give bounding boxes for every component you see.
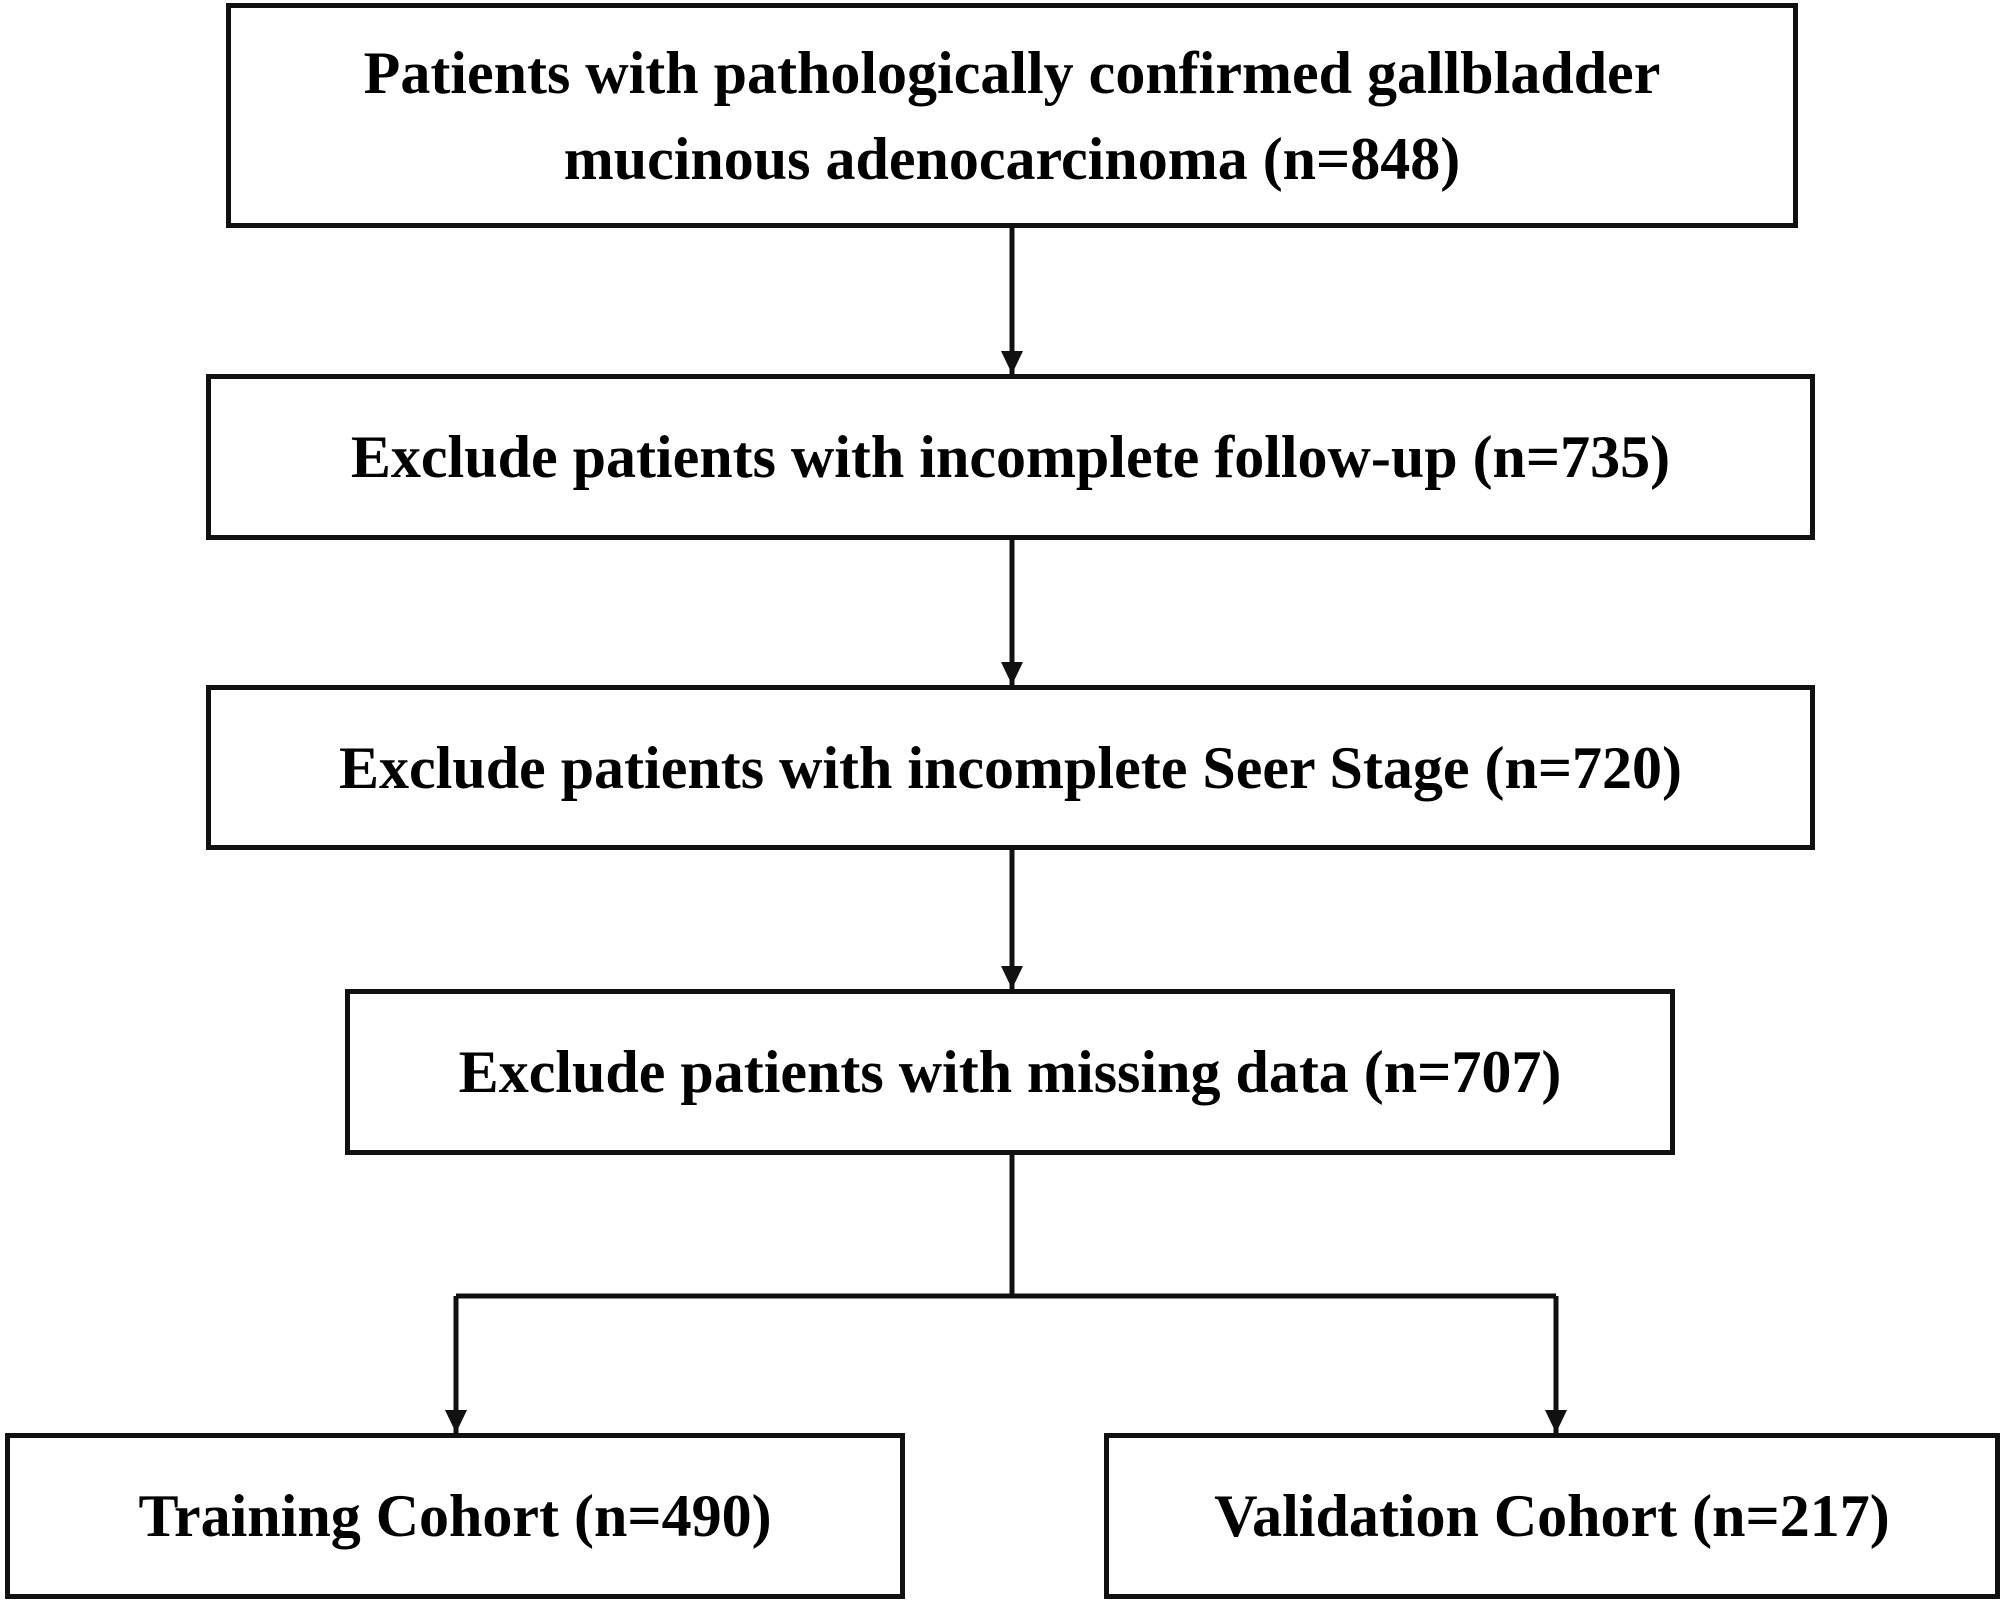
step-text-exclude-follow-up: Exclude patients with incomplete follow-…	[350, 424, 1671, 490]
arrowhead-training	[445, 1410, 467, 1433]
step-text-exclude-seer-stage: Exclude patients with incomplete Seer St…	[339, 734, 1682, 801]
outcome-text-validation-cohort: Validation Cohort (n=217)	[1214, 1483, 1890, 1549]
outcome-text-training-cohort: Training Cohort (n=490)	[138, 1483, 772, 1549]
outcome-box-validation-cohort: Validation Cohort (n=217)	[1104, 1433, 2000, 1599]
step-text-exclude-missing-data: Exclude patients with missing data (n=70…	[458, 1039, 1562, 1105]
arrowhead-validation	[1545, 1410, 1567, 1433]
step-text-line-2: mucinous adenocarcinoma (n=848)	[563, 125, 1461, 192]
arrowhead-1	[1001, 351, 1023, 374]
arrowhead-2	[1001, 662, 1023, 685]
step-box-exclude-missing-data: Exclude patients with missing data (n=70…	[345, 989, 1675, 1155]
step-text-initial-cohort: Patients with pathologically confirmed g…	[364, 30, 1661, 202]
outcome-box-training-cohort: Training Cohort (n=490)	[5, 1433, 905, 1599]
arrowhead-3	[1001, 966, 1023, 989]
step-box-exclude-follow-up: Exclude patients with incomplete follow-…	[206, 374, 1815, 540]
step-text-line-1: Patients with pathologically confirmed g…	[363, 39, 1661, 106]
step-box-exclude-seer-stage: Exclude patients with incomplete Seer St…	[206, 685, 1815, 850]
step-box-initial-cohort: Patients with pathologically confirmed g…	[226, 3, 1798, 228]
